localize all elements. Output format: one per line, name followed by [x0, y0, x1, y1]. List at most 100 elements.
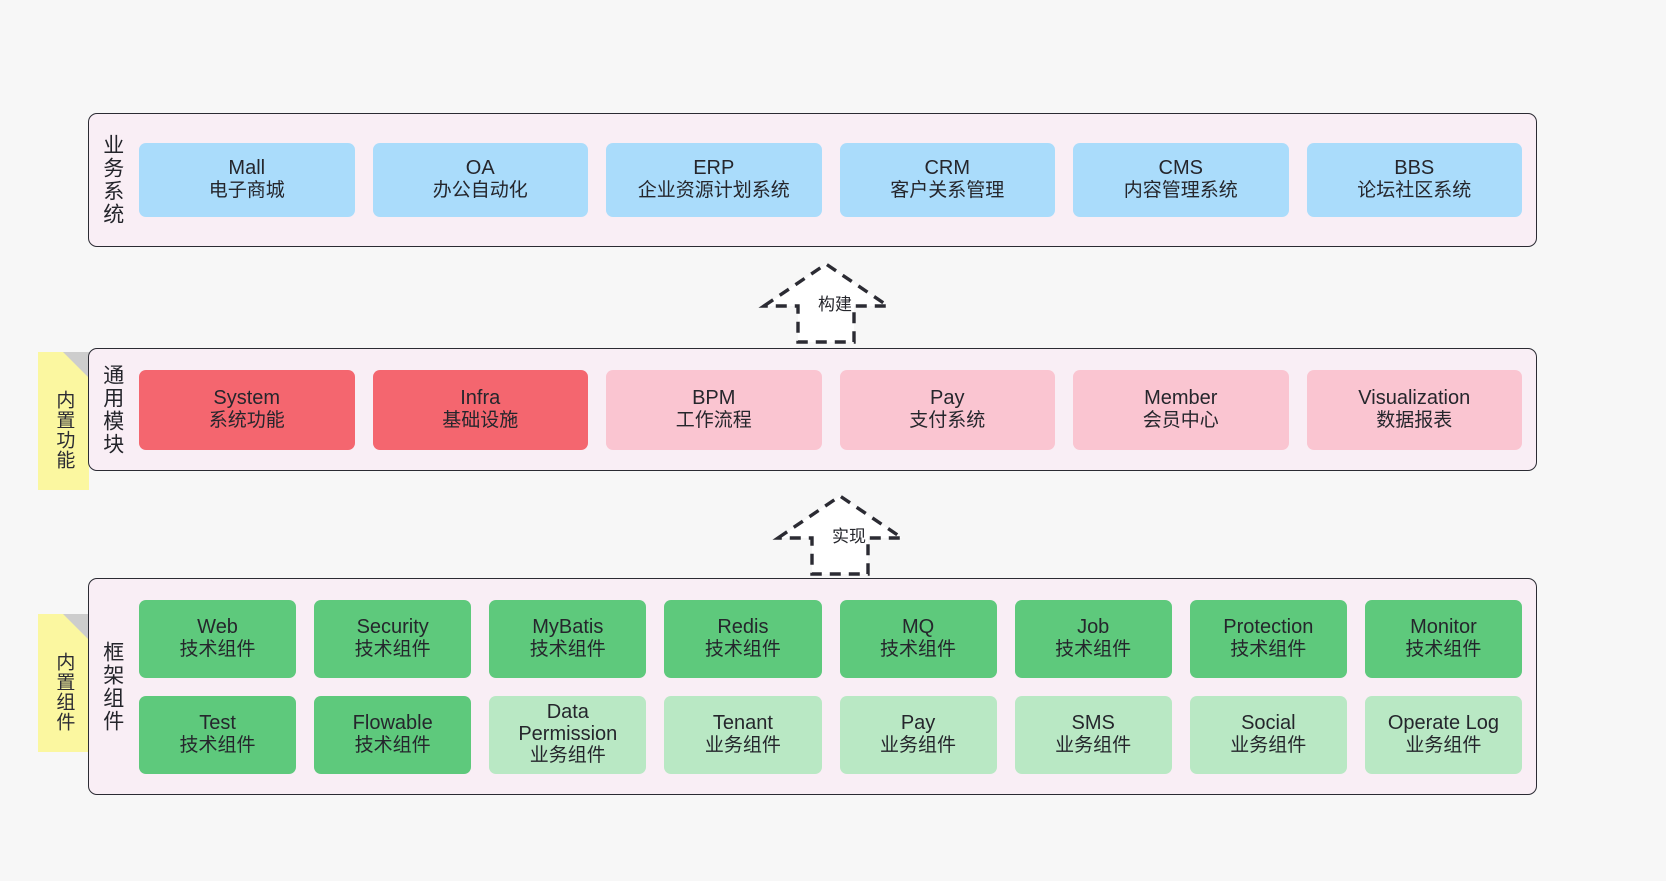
connector-implement: 实现	[770, 490, 920, 576]
node-title-cn: 论坛社区系统	[1357, 180, 1472, 202]
node-tenant[interactable]: Tenant 业务组件	[664, 695, 822, 774]
node-title-en: BBS	[1394, 157, 1435, 179]
node-security[interactable]: Security 技术组件	[314, 599, 472, 678]
node-mall[interactable]: Mall 电子商城	[139, 143, 355, 217]
node-web[interactable]: Web 技术组件	[139, 599, 297, 678]
node-title-cn: 技术组件	[1230, 638, 1307, 660]
node-title-en: Mall	[228, 157, 266, 179]
node-title-cn: 业务组件	[529, 745, 606, 767]
node-social[interactable]: Social 业务组件	[1189, 695, 1347, 774]
connector-build: 构建	[756, 258, 906, 344]
business-node-row: Mall 电子商城 OA 办公自动化 ERP 企业资源计划系统 CRM 客户关系…	[139, 143, 1522, 217]
node-title-en: Tenant	[712, 711, 773, 734]
node-title-en: CRM	[924, 157, 971, 179]
node-title-cn: 内容管理系统	[1123, 180, 1238, 202]
node-cms[interactable]: CMS 内容管理系统	[1073, 143, 1289, 217]
node-title-en: Pay	[900, 711, 936, 734]
node-title-en: ERP	[693, 157, 735, 179]
node-title-en: Job	[1077, 615, 1110, 638]
node-title-cn: 业务组件	[1055, 734, 1132, 756]
node-title-en: SMS	[1071, 711, 1115, 734]
layer-business-body: Mall 电子商城 OA 办公自动化 ERP 企业资源计划系统 CRM 客户关系…	[135, 114, 1536, 246]
node-sms[interactable]: SMS 业务组件	[1014, 695, 1172, 774]
node-title-en: Visualization	[1358, 386, 1471, 409]
layer-framework-body: Web 技术组件 Security 技术组件 MyBatis 技术组件 Redi…	[135, 579, 1536, 794]
node-title-cn: 支付系统	[909, 409, 986, 431]
node-title-en: Data Permission	[518, 700, 618, 746]
node-title-cn: 客户关系管理	[890, 180, 1005, 202]
node-title-cn: 基础设施	[442, 409, 519, 431]
layer-common-body: System 系统功能 Infra 基础设施 BPM 工作流程 Pay 支付系统…	[135, 349, 1536, 470]
layer-business-title: 业务系统	[100, 134, 124, 226]
connector-implement-label: 实现	[832, 527, 866, 546]
node-operate-log[interactable]: Operate Log 业务组件	[1364, 695, 1522, 774]
node-title-cn: 技术组件	[529, 638, 606, 660]
node-title-en: Pay	[930, 386, 965, 409]
node-title-cn: 技术组件	[354, 638, 431, 660]
node-title-en: MyBatis	[532, 615, 604, 638]
node-title-en: Member	[1144, 386, 1218, 409]
node-title-en: Redis	[717, 615, 769, 638]
node-title-en: OA	[465, 157, 495, 179]
node-monitor[interactable]: Monitor 技术组件	[1364, 599, 1522, 678]
node-member[interactable]: Member 会员中心	[1073, 369, 1289, 450]
node-title-cn: 业务组件	[1405, 734, 1482, 756]
node-title-cn: 技术组件	[880, 638, 957, 660]
node-title-cn: 技术组件	[354, 734, 431, 756]
connector-build-label: 构建	[818, 295, 852, 314]
node-visualization[interactable]: Visualization 数据报表	[1306, 369, 1522, 450]
node-title-cn: 工作流程	[675, 409, 752, 431]
sticky-fold-corner-icon	[63, 614, 89, 640]
node-title-cn: 企业资源计划系统	[637, 180, 790, 202]
node-mq[interactable]: MQ 技术组件	[839, 599, 997, 678]
node-infra[interactable]: Infra 基础设施	[372, 369, 588, 450]
node-pay-module[interactable]: Pay 支付系统	[839, 369, 1055, 450]
node-title-cn: 技术组件	[704, 638, 781, 660]
node-job[interactable]: Job 技术组件	[1014, 599, 1172, 678]
node-title-en: Protection	[1223, 615, 1314, 638]
node-erp[interactable]: ERP 企业资源计划系统	[606, 143, 822, 217]
node-title-cn: 业务组件	[1230, 734, 1307, 756]
sticky-note-builtin-components: 内置组件	[38, 614, 89, 752]
layer-framework-components: 框架组件 Web 技术组件 Security 技术组件 MyBatis 技术组件…	[88, 578, 1537, 795]
node-pay-component[interactable]: Pay 业务组件	[839, 695, 997, 774]
node-title-cn: 电子商城	[208, 180, 285, 202]
common-node-row: System 系统功能 Infra 基础设施 BPM 工作流程 Pay 支付系统…	[139, 369, 1522, 450]
node-title-en: Test	[199, 711, 236, 734]
node-redis[interactable]: Redis 技术组件	[664, 599, 822, 678]
node-test[interactable]: Test 技术组件	[139, 695, 297, 774]
node-title-cn: 会员中心	[1142, 409, 1219, 431]
sticky-fold-corner-icon	[63, 352, 89, 378]
node-title-cn: 技术组件	[1055, 638, 1132, 660]
node-title-cn: 系统功能	[208, 409, 285, 431]
node-data-permission[interactable]: Data Permission 业务组件	[489, 695, 647, 774]
node-title-cn: 数据报表	[1376, 409, 1453, 431]
layer-common-title: 通用模块	[100, 363, 124, 456]
node-protection[interactable]: Protection 技术组件	[1189, 599, 1347, 678]
sticky-note-label: 内置功能	[53, 390, 75, 470]
node-title-en: Flowable	[352, 711, 433, 734]
framework-tech-row: Web 技术组件 Security 技术组件 MyBatis 技术组件 Redi…	[139, 599, 1522, 678]
node-flowable[interactable]: Flowable 技术组件	[314, 695, 472, 774]
node-title-cn: 业务组件	[880, 734, 957, 756]
node-mybatis[interactable]: MyBatis 技术组件	[489, 599, 647, 678]
sticky-note-label: 内置组件	[53, 652, 75, 732]
node-crm[interactable]: CRM 客户关系管理	[839, 143, 1055, 217]
implement-arrow-icon	[772, 493, 908, 576]
framework-biz-row: Test 技术组件 Flowable 技术组件 Data Permission …	[139, 695, 1522, 774]
node-title-en: Web	[197, 615, 238, 638]
node-bbs[interactable]: BBS 论坛社区系统	[1306, 143, 1522, 217]
node-title-en: System	[213, 386, 281, 409]
node-title-en: MQ	[901, 615, 935, 638]
node-title-cn: 办公自动化	[432, 180, 528, 202]
node-title-en: Infra	[460, 386, 501, 409]
node-title-en: Social	[1241, 711, 1296, 734]
node-title-cn: 技术组件	[179, 638, 256, 660]
node-system[interactable]: System 系统功能	[139, 369, 355, 450]
node-title-en: Monitor	[1410, 615, 1477, 638]
node-title-cn: 技术组件	[179, 734, 256, 756]
node-oa[interactable]: OA 办公自动化	[372, 143, 588, 217]
node-bpm[interactable]: BPM 工作流程	[606, 369, 822, 450]
sticky-note-builtin-functions: 内置功能	[38, 352, 89, 490]
